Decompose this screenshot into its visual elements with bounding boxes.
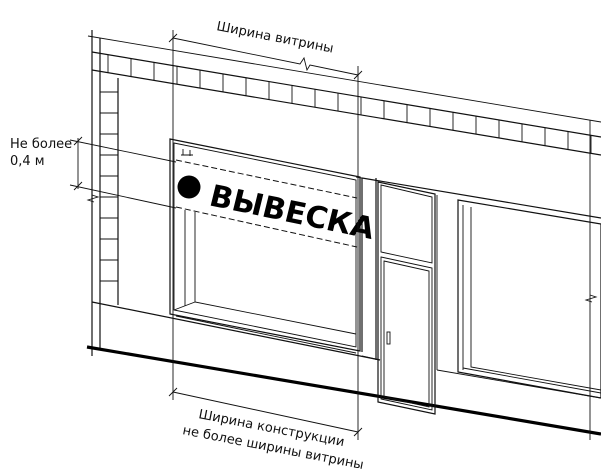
right-showcase [361,120,601,440]
sign-text: ВЫВЕСКА [206,179,379,247]
showcase-window [169,138,381,361]
door-handle [386,331,391,345]
ground-line [86,345,601,436]
label-showcase-width: Ширина витрины [215,19,334,56]
dimension-construction-width: Ширина конструкции не более ширины витри… [168,387,365,472]
cornice [87,35,601,156]
pilaster-bricks [100,91,118,282]
plinth-line [91,301,381,361]
label-max-height-line1: Не более [10,137,72,152]
sign-logo-dot [177,175,201,199]
sign-band: ВЫВЕСКА [175,159,379,248]
dimension-sign-height: Не более 0,4 м [10,136,177,209]
facade-left-edge [86,30,119,356]
entrance-door [375,178,436,415]
label-max-height-line2: 0,4 м [10,154,45,169]
